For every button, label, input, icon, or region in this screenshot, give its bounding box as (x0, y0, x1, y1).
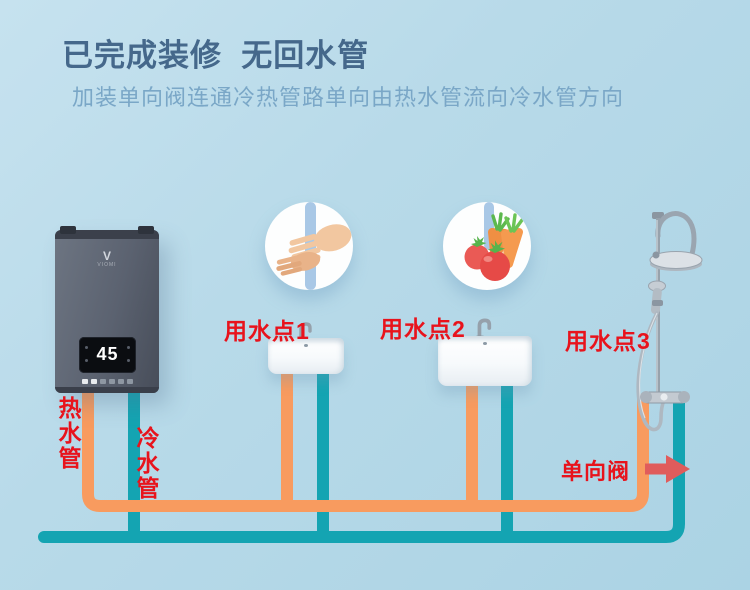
water-point-3-label: 用水点3 (565, 328, 651, 354)
brand-mark: V (102, 249, 111, 263)
mount-bracket-right (138, 226, 154, 234)
page-subtitle: 加装单向阀连通冷热管路单向由热水管流向冷水管方向 (72, 85, 625, 110)
brand-logo: V VIOMI (55, 250, 159, 268)
mount-bracket-left (60, 226, 76, 234)
hot-pipe-run (82, 366, 649, 512)
sink-basin (268, 338, 344, 374)
control-button (117, 379, 124, 384)
check-valve-label: 单向阀 (561, 459, 631, 484)
vegetable-wash-icon (464, 202, 524, 281)
display-indicator-dot (85, 359, 88, 362)
drain-hole (304, 344, 308, 347)
cold-pipe-label: 冷水管 (133, 426, 159, 501)
sink-basin (438, 336, 532, 386)
sink-2 (438, 314, 532, 386)
control-button (126, 379, 133, 384)
arrow-right-icon (645, 455, 690, 483)
control-button (90, 379, 97, 384)
cold-pipe-main (38, 392, 685, 543)
page-title: 已完成装修 无回水管 (62, 38, 370, 73)
water-point-2-label: 用水点2 (380, 316, 466, 342)
temperature-value: 45 (96, 344, 119, 364)
water-heater: V VIOMI 45 (55, 226, 159, 393)
temperature-display: 45 (79, 337, 136, 373)
control-buttons (55, 379, 159, 384)
water-point-1-label: 用水点1 (224, 318, 310, 344)
control-button (81, 379, 88, 384)
bubble-circle (265, 202, 353, 290)
shower-icon (636, 211, 703, 432)
usage-bubble-handwash (265, 202, 353, 290)
bubble-circle (443, 202, 531, 290)
display-indicator-dot (127, 359, 130, 362)
heater-bottom-trim (55, 387, 159, 393)
control-button (99, 379, 106, 384)
hot-pipe-label: 热水管 (55, 396, 81, 471)
usage-bubble-vegetables (443, 202, 531, 290)
heater-top-cap (55, 230, 159, 239)
display-indicator-dot (85, 346, 88, 349)
drain-hole (483, 342, 487, 345)
handwash-icon (276, 202, 352, 290)
display-indicator-dot (127, 346, 130, 349)
control-button (108, 379, 115, 384)
sink-1 (268, 318, 344, 374)
cold-pipe-verticals (128, 366, 513, 540)
brand-name: VIOMI (97, 262, 117, 268)
